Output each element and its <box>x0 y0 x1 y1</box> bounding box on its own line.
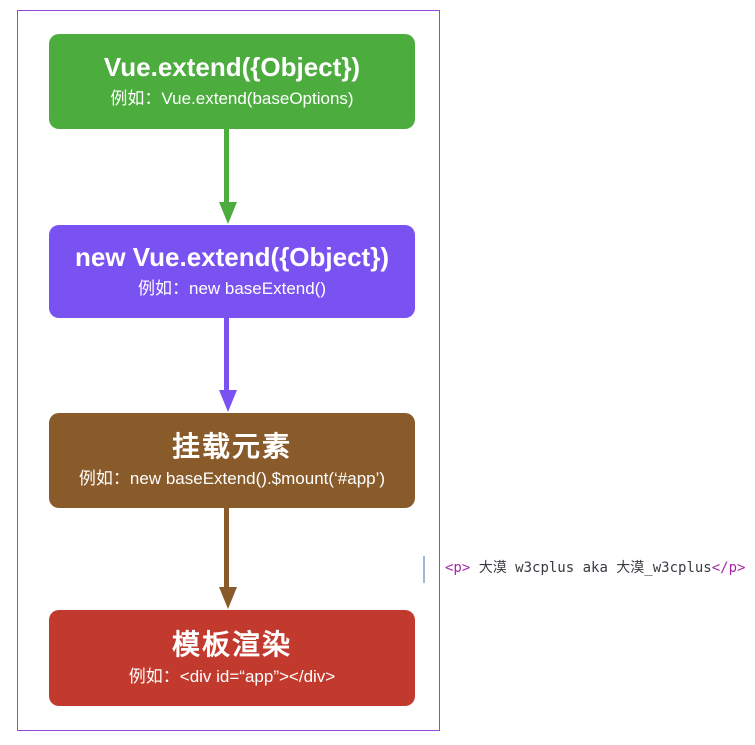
node-title: 模板渲染 <box>171 628 292 660</box>
arrow-down-icon <box>219 587 237 609</box>
diagram-frame <box>17 10 440 731</box>
arrow-down-icon <box>219 202 237 224</box>
node-vue-extend: Vue.extend({Object}) 例如：Vue.extend(baseO… <box>49 34 415 129</box>
node-title: 挂载元素 <box>171 431 292 463</box>
code-open-tag: <p> <box>445 560 471 576</box>
node-template-render: 模板渲染 例如：<div id=“app”></div> <box>49 610 415 706</box>
node-subtitle: 例如：new baseExtend().$mount(‘#app’) <box>78 469 386 489</box>
node-title: new Vue.extend({Object}) <box>75 242 389 273</box>
node-new-vue-extend: new Vue.extend({Object}) 例如：new baseExte… <box>49 225 415 318</box>
node-title: Vue.extend({Object}) <box>103 52 361 83</box>
arrow-down-icon <box>219 390 237 412</box>
node-subtitle: 例如：<div id=“app”></div> <box>128 666 336 686</box>
node-mount-element: 挂载元素 例如：new baseExtend().$mount(‘#app’) <box>49 413 415 508</box>
arrow-stem <box>224 129 229 202</box>
code-close-tag: </p> <box>711 560 746 576</box>
text-cursor <box>423 556 425 583</box>
arrow-stem <box>224 508 229 587</box>
node-subtitle: 例如：new baseExtend() <box>137 279 327 299</box>
code-line[interactable]: <p> 大漠 w3cplus aka 大漠_w3cplus</p> <box>445 558 745 578</box>
code-text: 大漠 w3cplus aka 大漠_w3cplus <box>470 560 712 576</box>
node-subtitle: 例如：Vue.extend(baseOptions) <box>110 89 354 109</box>
arrow-stem <box>224 318 229 390</box>
